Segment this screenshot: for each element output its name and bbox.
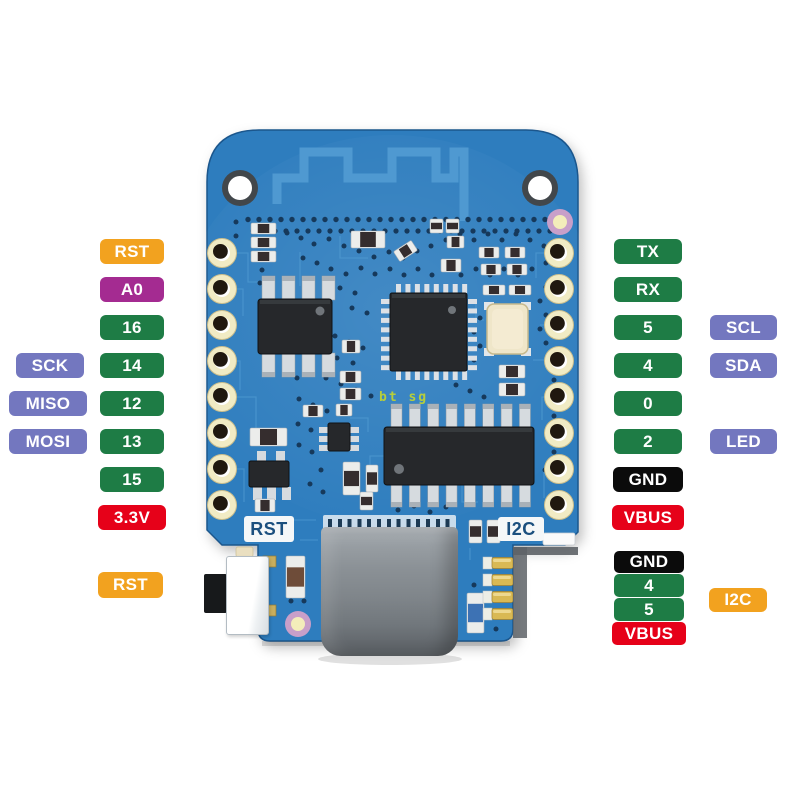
pin-badge-mosi: MOSI [9,429,87,454]
mounting-hole-left [222,170,258,206]
wifi-antenna-trace [272,147,469,221]
mounting-hole-right [522,170,558,206]
test-via-top-right [547,209,573,235]
pin-badge-5: 5 [614,315,682,340]
pin-badge-reset-button: RST [98,572,163,598]
pin-badge-miso: MISO [9,391,87,416]
silkscreen-rst: RST [244,516,294,542]
pin-badge-0: 0 [614,391,682,416]
pin-badge-i2c-connector: I2C [709,588,767,612]
crystal-oscillator [484,302,531,356]
pin-badge-sda: SDA [710,353,777,378]
pin-badge-rst: RST [100,239,164,264]
usb-interface-ic [383,426,535,486]
sot23-transistor [248,460,290,488]
esp-soc-chip [389,292,468,372]
test-via-bottom-left [285,611,311,637]
pin-badge-3v3: 3.3V [98,505,166,530]
pin-badge-i2c-5: 5 [614,598,684,621]
pin-badge-13: 13 [100,429,164,454]
pin-badge-led: LED [710,429,777,454]
reset-switch-actuator [204,574,227,613]
pin-badge-2: 2 [614,429,682,454]
flash-chip [257,298,333,355]
watermark-text: bt sg [379,390,429,405]
pin-badge-tx: TX [614,239,682,264]
silkscreen-i2c: I2C [498,517,544,541]
pin-badge-16: 16 [100,315,164,340]
pin-badge-15: 15 [100,467,164,492]
pcb-decorations [207,216,574,634]
pin-badge-vbus: VBUS [612,505,684,530]
pin-badge-14: 14 [100,353,164,378]
reset-switch [226,556,269,635]
pin-badge-12: 12 [100,391,164,416]
i2c-latch-tab [542,532,576,546]
usb-c-connector [321,527,458,656]
pin-badge-rx: RX [614,277,682,302]
pin-badge-sck: SCK [16,353,84,378]
pin-badge-a0: A0 [100,277,164,302]
sot23-regulator [327,422,351,452]
pin-badge-4: 4 [614,353,682,378]
pin-badge-i2c-4: 4 [614,574,684,597]
pin-badge-i2c-vbus: VBUS [612,622,686,645]
pin-badge-i2c-gnd: GND [614,551,684,573]
pin-badge-gnd: GND [613,467,683,492]
pin-badge-scl: SCL [710,315,777,340]
